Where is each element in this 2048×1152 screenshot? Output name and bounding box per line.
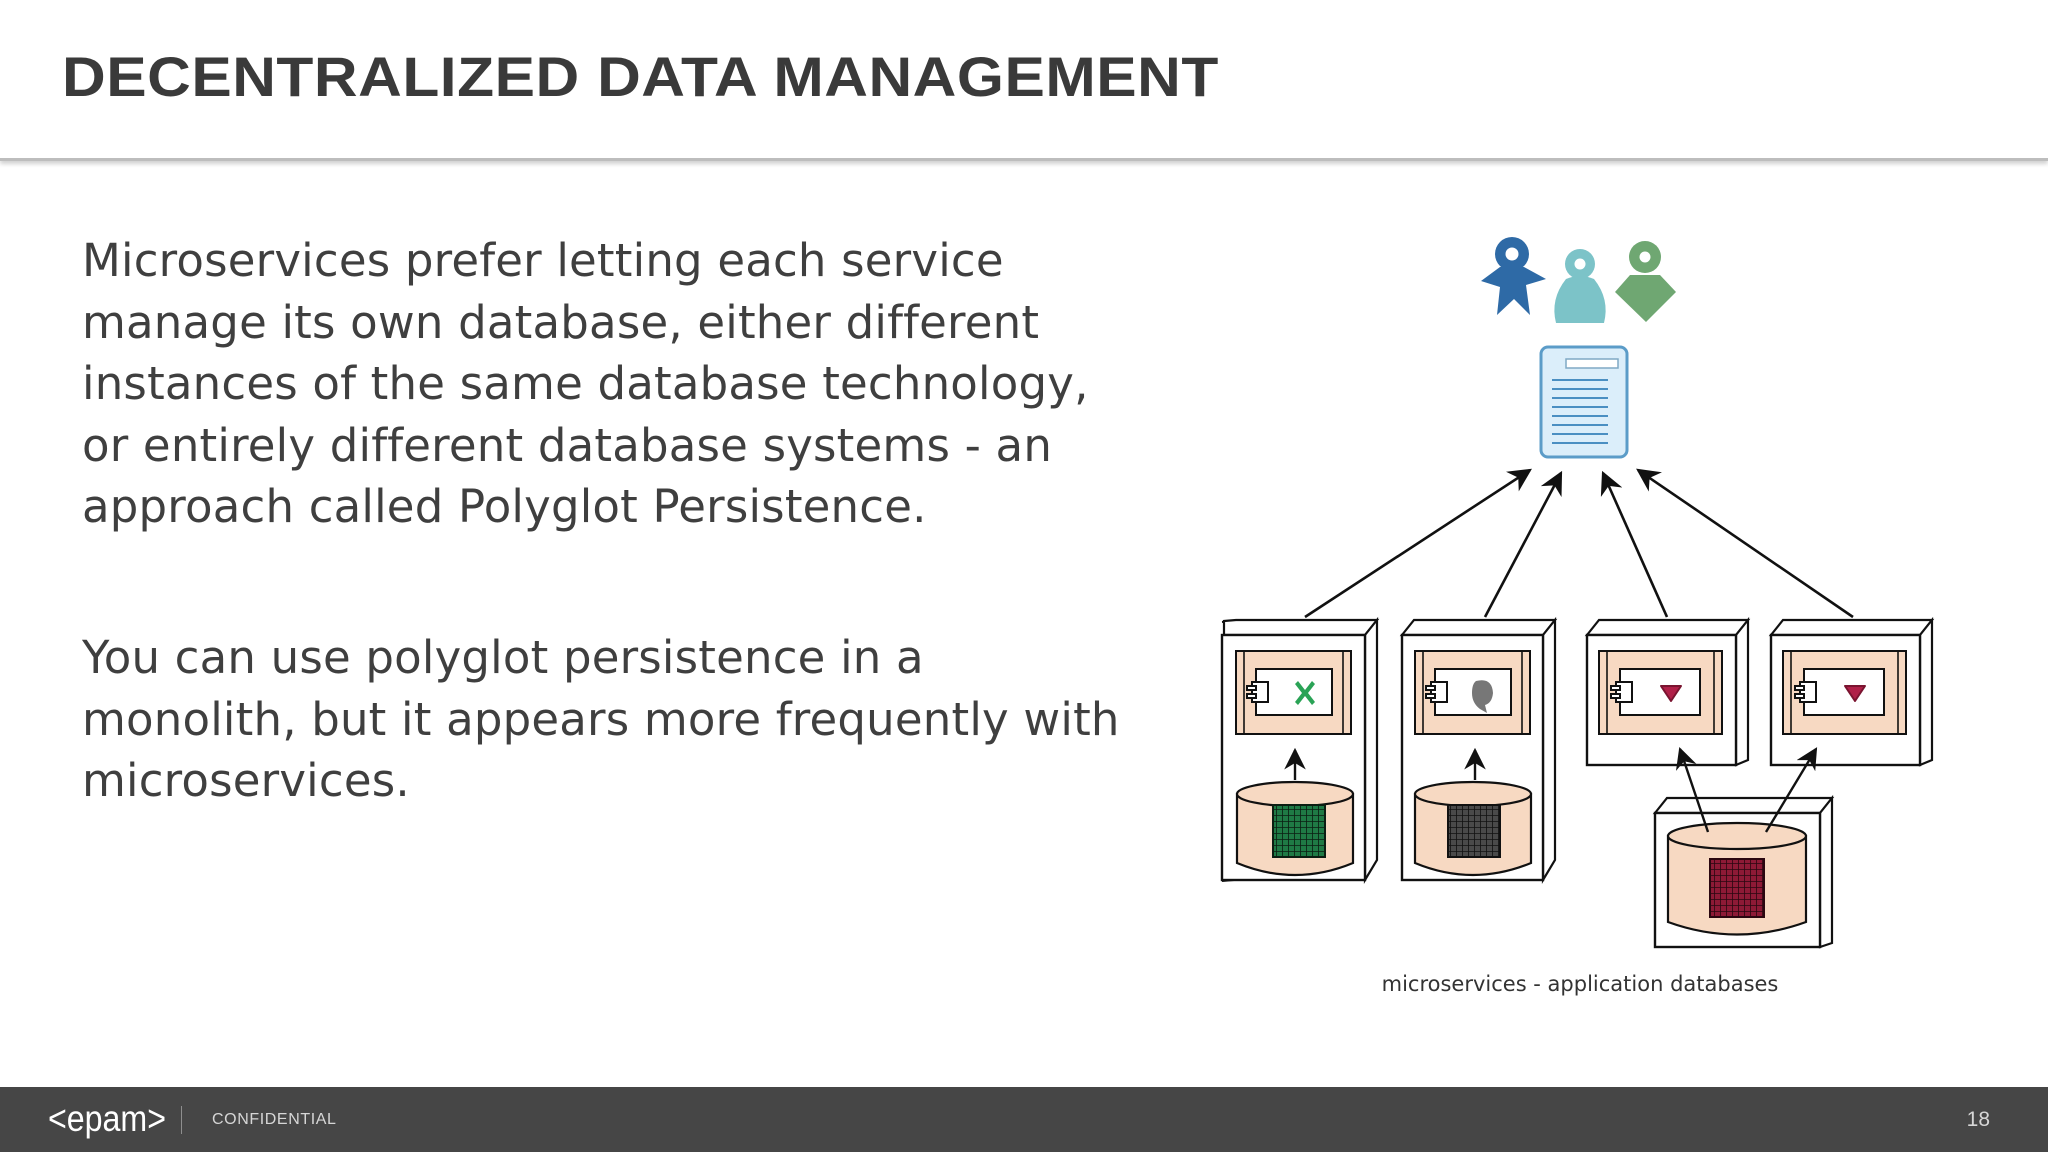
user-icon-teal [1554, 249, 1606, 323]
database-icon [1235, 780, 1355, 877]
service-box-3 [1584, 616, 1751, 767]
service-box-1 [1220, 616, 1380, 884]
service-box-2 [1399, 616, 1558, 884]
diagram-caption: microservices - application databases [1381, 972, 1779, 996]
service-component-icon [1246, 681, 1269, 703]
footer-bar [0, 1087, 2048, 1152]
user-icon-blue [1481, 237, 1546, 315]
database-icon [1666, 821, 1808, 936]
service-component-icon [1794, 681, 1817, 703]
document-icon [1539, 345, 1629, 459]
service-box-4 [1768, 616, 1935, 767]
architecture-diagram [1220, 237, 1935, 949]
svg-text:<epam>: <epam> [48, 1098, 166, 1139]
footer-divider [181, 1106, 182, 1134]
body-paragraph-1: Microservices prefer letting each servic… [82, 234, 1089, 533]
shared-database-box [1652, 746, 1835, 949]
service-arrows [1304, 468, 1854, 619]
service-component-icon [1425, 681, 1448, 703]
body-paragraph-2: You can use polyglot persistence in a mo… [82, 631, 1120, 807]
confidential-label: CONFIDENTIAL [212, 1111, 337, 1128]
database-icon [1413, 780, 1533, 877]
slide-title: DECENTRALIZED DATA MANAGEMENT [62, 45, 1219, 108]
slide-header: DECENTRALIZED DATA MANAGEMENT [0, 0, 2048, 161]
users-icon [1481, 237, 1676, 323]
epam-logo: <epam> [48, 1098, 166, 1139]
service-component-icon [1610, 681, 1633, 703]
user-icon-green [1615, 241, 1676, 322]
page-number: 18 [1966, 1108, 1990, 1131]
